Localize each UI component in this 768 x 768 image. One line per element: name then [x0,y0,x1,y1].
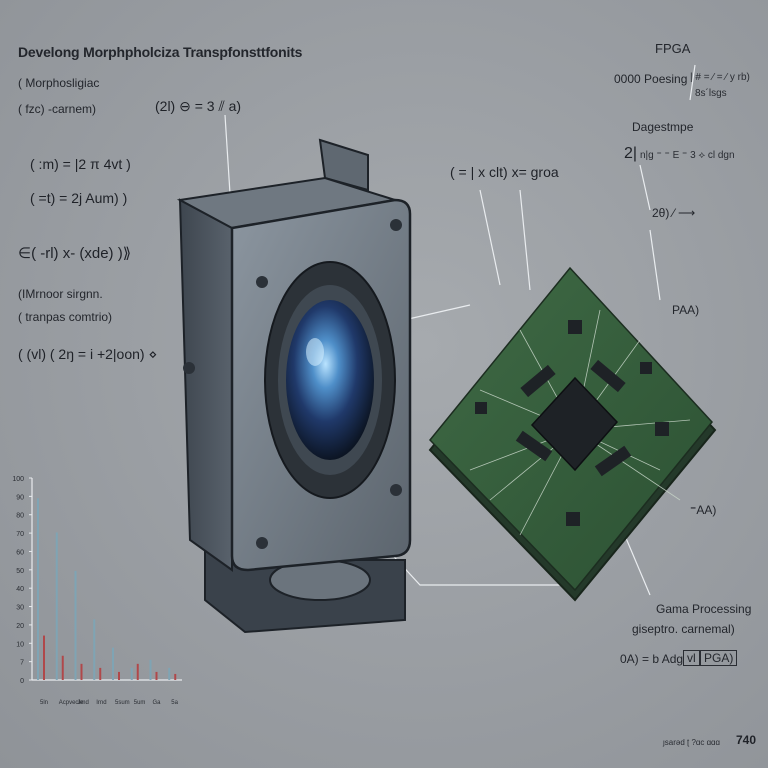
note-line-4: ( tranpas comtrio) [18,310,113,324]
right-note-12: 0A) = b Adg [620,652,684,666]
chart-xtick-label: 5um [134,700,146,706]
chart-ytick-label: 20 [16,623,24,630]
middle-equation: ( = | x clt) x= groa [450,164,559,180]
chart-ytick-label: 30 [16,605,24,612]
footer-ref: ȷsarəd ʈ ?ɑc ɑɑɑ [663,738,720,747]
note-line-1: ( Morphosligiac [18,76,100,90]
chart-ytick-label: 100 [12,476,24,483]
note-line-2: ( fzc) -carnem) [18,102,96,116]
chart-ytick-label: 60 [16,549,24,556]
fpga-board-illustration [428,266,717,602]
chart-ytick-label: 40 [16,586,24,593]
chart-xtick-label: 5ln [40,700,48,706]
right-note-10: Gama Processing [656,602,752,616]
right-box-2: PGA) [700,650,738,666]
right-note-7: 2θ) ⁄ ⟶ [652,206,696,220]
chart-xtick-label: 5sum [115,700,130,706]
right-box-1: vl [683,650,700,666]
right-note-2: | # = ⁄ = ⁄ y rb) [690,72,750,83]
chart-xtick-label: Jmd [78,700,89,706]
chart-xtick-label: 5a [171,700,178,706]
chart-ytick-label: 70 [16,531,24,538]
right-note-1: 0000 Poesing [614,72,688,86]
equation-4: ( (vl) ( 2ŋ = i +2|oon) ⋄ [18,346,158,362]
page-title: Develong Morphpholciza Transpfonsttfonit… [18,44,303,60]
right-note-3: 8s´lsgs [695,88,727,99]
page-number: 740 [736,733,757,747]
right-note-8: PAA) [672,303,700,317]
top-equation: (2l) ⊖ = 3 ⫽ a) [155,98,242,114]
camera-illustration [176,138,412,634]
right-note-4: Dagestmpe [632,120,694,134]
chart-xtick-label: Ga [153,700,162,706]
chart-ytick-label: 50 [16,568,24,575]
right-note-9: ⁼AA) [690,503,717,517]
chart-xtick-label: Irnd [96,700,106,706]
note-line-3: (IMrnoor sirgnn. [18,287,103,301]
equation-2: ( =t) = 2j Aum) ) [30,190,128,206]
chart-ytick-label: 80 [16,513,24,520]
chart-ytick-label: 10 [16,641,24,648]
chart-xtick-label: Acpvecle [59,700,84,706]
right-note-5: 2| [624,145,638,162]
chart-ytick-label: 0 [20,678,24,685]
equation-1: ( :m) = |2 π 4vt ) [30,156,131,172]
right-note-11: giseptro. carnemal) [632,622,735,636]
fpga-label: FPGA [655,41,691,56]
chart-ytick-label: 7 [20,660,24,667]
chart-ytick-label: 90 [16,494,24,501]
right-note-6: n|g ⁼ ⁼ E ⁼ 3 ⟡ cl dgn [640,150,735,161]
equation-3: ∈( -rl) x- (xde) )⟫ [18,245,132,262]
